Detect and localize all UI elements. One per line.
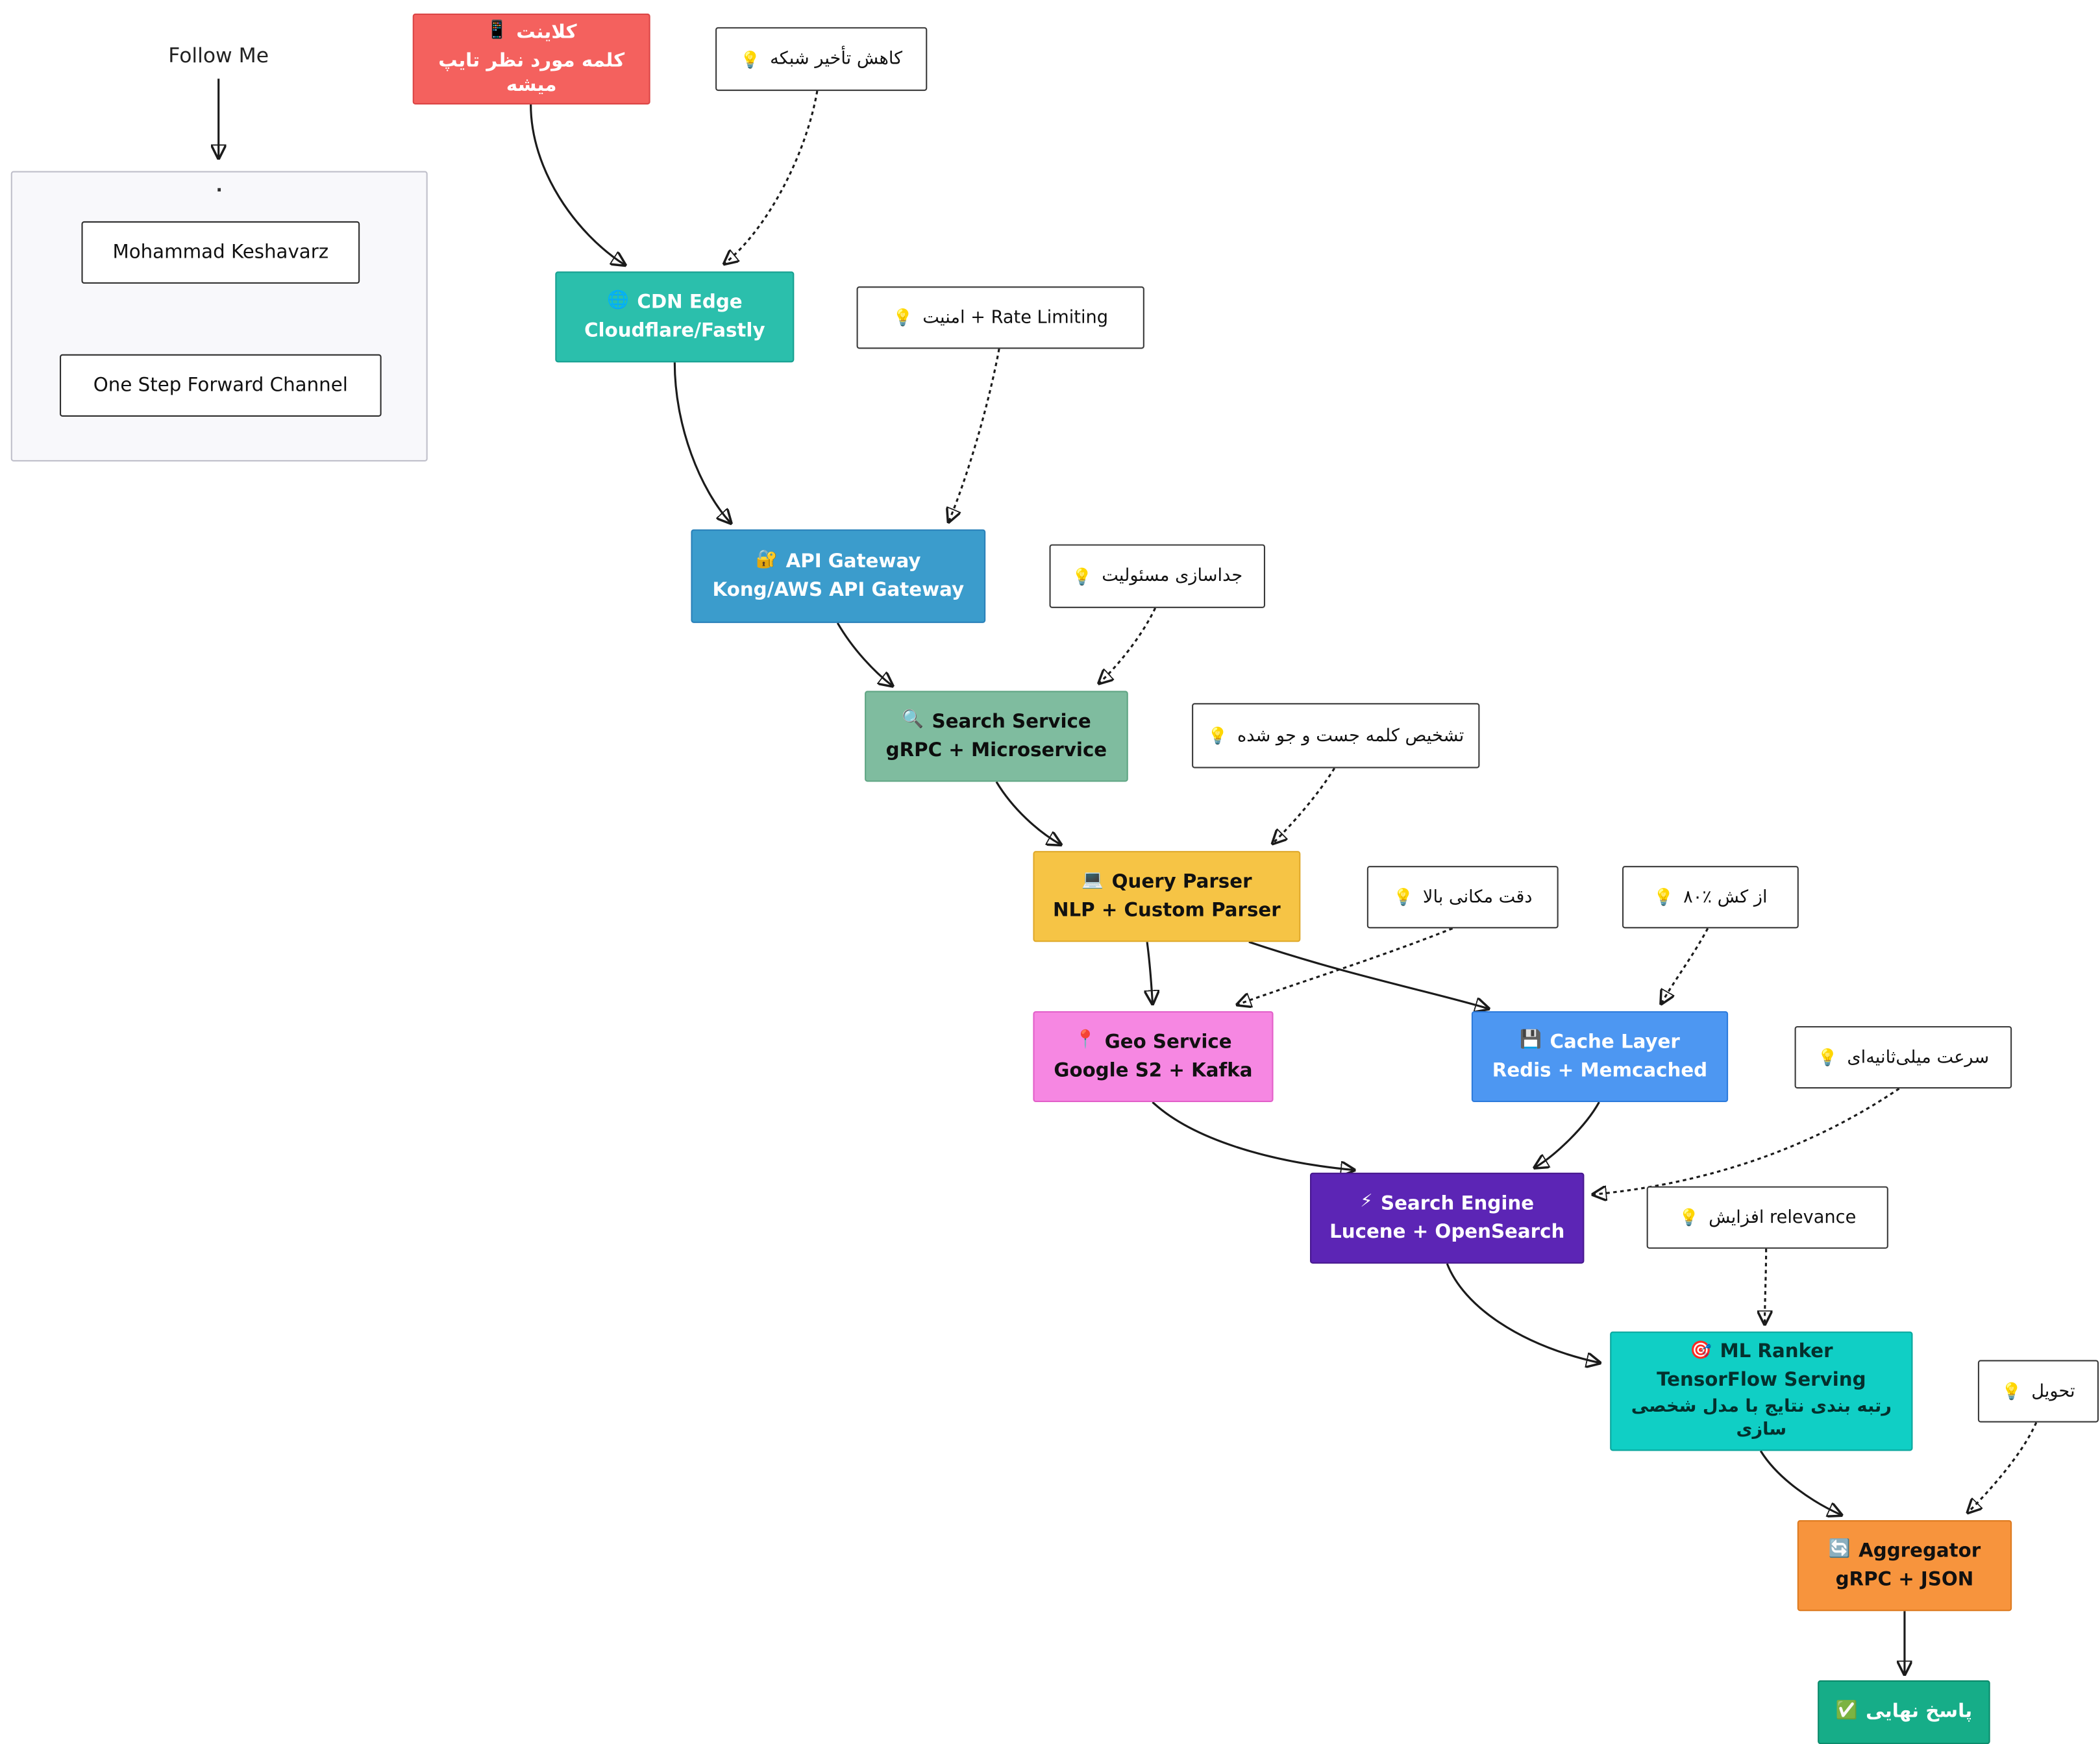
node-final-response: ✅ پاسخ نهایی [1818,1680,1990,1744]
node-search-engine: ⚡ Search Engine Lucene + OpenSearch [1310,1172,1585,1264]
note-security: 💡 امنیت + Rate Limiting [856,286,1144,349]
edge-parser-geo [1147,942,1152,1003]
follow-me-label: Follow Me [168,43,269,68]
bulb-icon: 💡 [1393,887,1414,907]
node-cache-title: Cache Layer [1550,1031,1680,1053]
node-ml-title: ML Ranker [1720,1340,1833,1363]
node-service-title: Search Service [932,711,1091,733]
note-millisecond-speed-text: سرعت میلی‌ثانیه‌ای [1847,1047,1990,1068]
bulb-icon: 💡 [1817,1048,1838,1067]
lightning-icon: ⚡ [1360,1192,1373,1213]
node-parser-title: Query Parser [1111,871,1252,893]
follow-me-group-label: . [216,176,223,197]
edge-note-relevance-ml [1765,1248,1766,1323]
node-parser-subtitle: NLP + Custom Parser [1053,900,1281,922]
note-relevance: 💡 افزایش relevance [1646,1186,1888,1249]
lock-icon: 🔐 [756,550,778,571]
note-cache-hit: 💡 از کش ٪۸۰ [1622,866,1799,929]
note-responsibility-text: جداسازی مسئولیت [1102,566,1243,587]
bulb-icon: 💡 [2001,1381,2022,1401]
bulb-icon: 💡 [740,49,761,69]
node-client-title: کلاینت [516,21,577,43]
node-cdn-title: CDN Edge [637,291,743,313]
channel-name: One Step Forward Channel [93,375,348,397]
note-keyword-detection: 💡 تشخیص کلمه جست و جو شده [1192,703,1480,768]
node-engine-title: Search Engine [1381,1192,1535,1215]
node-cache-layer: 💾 Cache Layer Redis + Memcached [1471,1011,1729,1103]
node-client: 📱 کلاینت کلمه مورد نظر تایپ میشه [412,13,650,105]
note-delivery-text: تحویل [2031,1381,2075,1402]
node-final-title: پاسخ نهایی [1866,1701,1973,1723]
laptop-icon: 💻 [1081,870,1104,891]
bulb-icon: 💡 [1653,887,1674,907]
node-client-subtitle: کلمه مورد نظر تایپ میشه [438,50,625,97]
magnifier-icon: 🔍 [902,710,924,731]
note-geo-accuracy: 💡 دقت مکانی بالا [1366,866,1559,929]
note-keyword-detection-text: تشخیص کلمه جست و جو شده [1237,725,1464,746]
node-service-subtitle: gRPC + Microservice [885,739,1107,762]
node-ml-ranker: 🎯 ML Ranker TensorFlow Serving رتبه بندی… [1610,1331,1913,1451]
node-gateway-title: API Gateway [785,550,921,573]
node-search-service: 🔍 Search Service gRPC + Microservice [865,691,1128,782]
phone-icon: 📱 [486,21,508,42]
note-geo-accuracy-text: دقت مکانی بالا [1422,887,1533,907]
node-cdn-subtitle: Cloudflare/Fastly [584,320,765,342]
pin-icon: 📍 [1074,1031,1097,1051]
node-query-parser: 💻 Query Parser NLP + Custom Parser [1033,851,1301,942]
edge-note-accuracy-geo [1238,927,1453,1004]
edge-parser-cache [1248,940,1488,1008]
edge-note-keyword-parser [1274,767,1335,843]
edge-note-responsibility-service [1100,608,1157,683]
bulb-icon: 💡 [893,308,913,327]
node-api-gateway: 🔐 API Gateway Kong/AWS API Gateway [691,529,986,623]
edge-client-cdn [530,104,624,265]
globe-icon: 🌐 [606,291,629,312]
edge-note-security-gateway [949,349,1000,521]
edge-cdn-gateway [673,362,730,522]
check-icon: ✅ [1835,1701,1858,1721]
follow-me-group: . Mohammad Keshavarz One Step Forward Ch… [10,171,428,462]
edge-service-parser [995,781,1060,844]
note-millisecond-speed: 💡 سرعت میلی‌ثانیه‌ای [1794,1026,2012,1089]
node-engine-subtitle: Lucene + OpenSearch [1329,1222,1565,1244]
node-geo-subtitle: Google S2 + Kafka [1054,1060,1253,1082]
cycle-icon: 🔄 [1828,1540,1851,1560]
bulb-icon: 💡 [1679,1208,1699,1227]
note-cache-hit-text: از کش ٪۸۰ [1683,887,1768,907]
note-delivery: 💡 تحویل [1977,1360,2099,1423]
bulb-icon: 💡 [1207,726,1228,746]
node-cache-subtitle: Redis + Memcached [1492,1060,1708,1082]
edge-cache-engine [1535,1101,1600,1167]
edge-note-speed-engine [1594,1087,1900,1194]
node-gateway-subtitle: Kong/AWS API Gateway [712,579,965,602]
target-icon: 🎯 [1690,1340,1712,1361]
edge-note-delivery-aggregator [1968,1421,2038,1512]
edge-ml-aggregator [1759,1450,1840,1514]
edge-gateway-service [836,622,892,685]
note-latency: 💡 کاهش تأخیر شبکه [715,27,928,92]
node-aggregator: 🔄 Aggregator gRPC + JSON [1797,1520,2012,1612]
edge-geo-engine [1152,1101,1353,1170]
edge-note-cachehit-cache [1662,927,1709,1003]
note-security-text: امنیت + Rate Limiting [922,307,1109,328]
node-ml-subtitle: TensorFlow Serving [1657,1369,1866,1392]
node-geo-service: 📍 Geo Service Google S2 + Kafka [1033,1011,1274,1103]
note-latency-text: کاهش تأخیر شبکه [770,49,903,69]
node-aggregator-subtitle: gRPC + JSON [1835,1569,1974,1591]
note-relevance-text: افزایش relevance [1709,1207,1857,1228]
node-geo-title: Geo Service [1104,1031,1232,1053]
author-name-box: Mohammad Keshavarz [81,221,360,284]
floppy-icon: 💾 [1520,1031,1542,1051]
bulb-icon: 💡 [1072,567,1093,586]
node-cdn-edge: 🌐 CDN Edge Cloudflare/Fastly [555,271,795,363]
node-aggregator-title: Aggregator [1859,1540,1981,1562]
edge-engine-ml [1446,1263,1599,1363]
author-name: Mohammad Keshavarz [112,241,329,264]
channel-name-box: One Step Forward Channel [60,354,382,417]
edge-note-latency-cdn [725,90,819,264]
note-responsibility: 💡 جداسازی مسئولیت [1049,544,1265,608]
node-ml-description: رتبه بندی نتایج با مدل شخصی سازی [1631,1397,1892,1441]
